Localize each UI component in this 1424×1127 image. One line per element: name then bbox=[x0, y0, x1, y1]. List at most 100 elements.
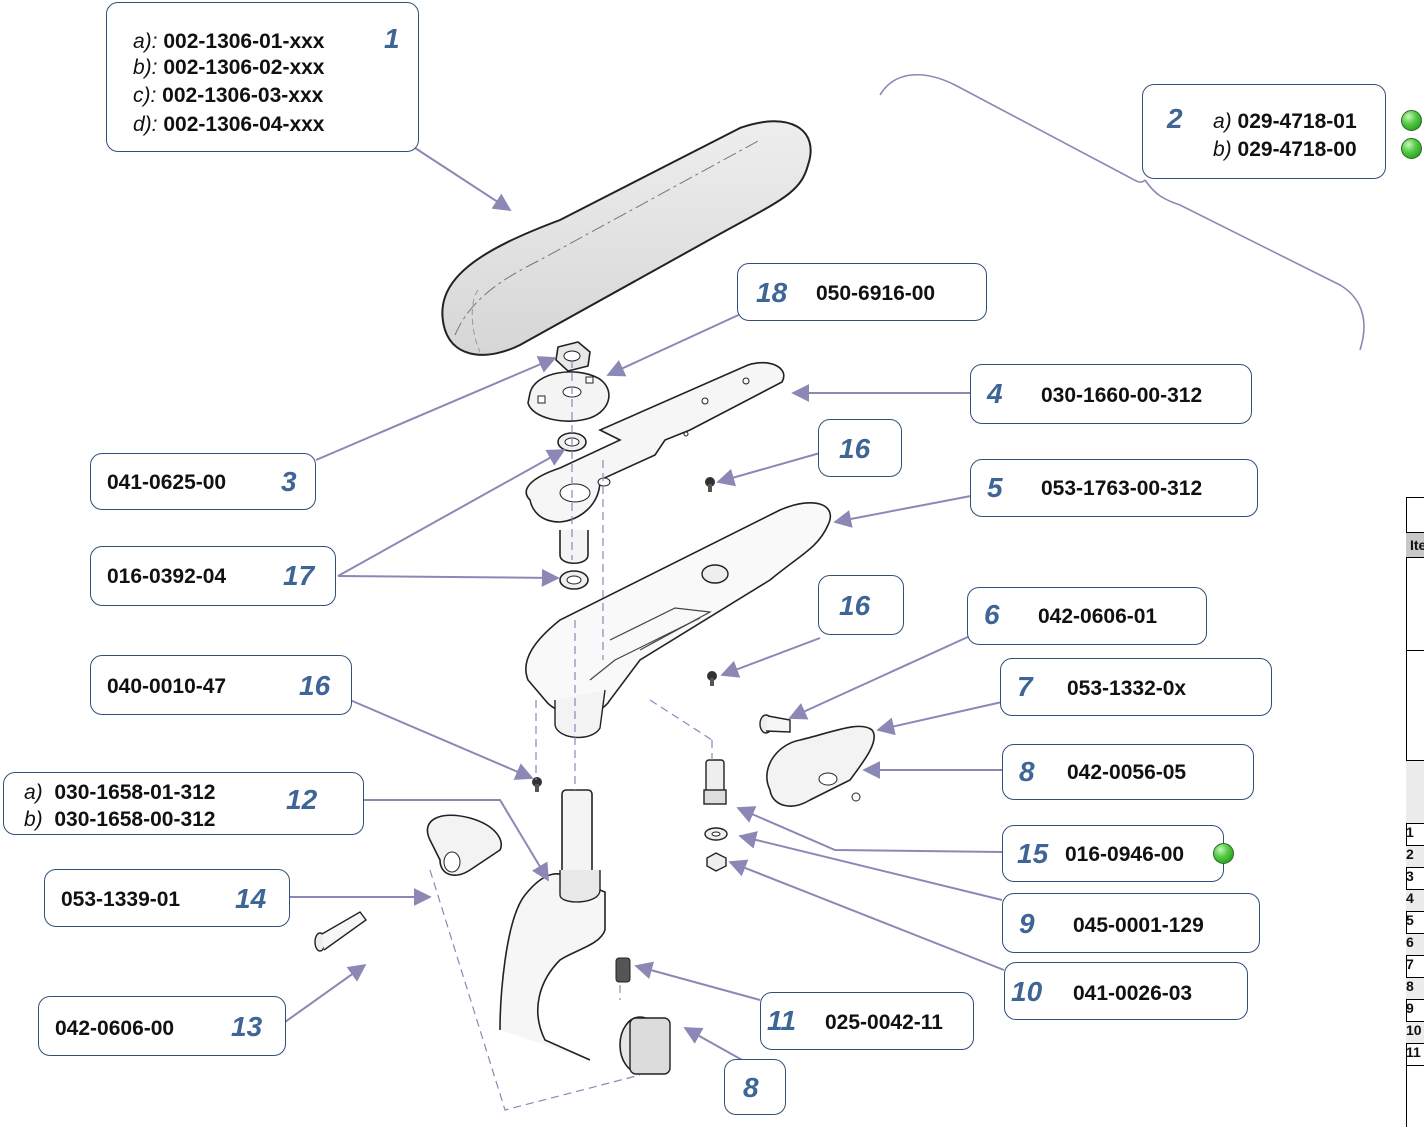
table-header: Ite bbox=[1406, 532, 1424, 557]
callout-7: 7 053-1332-0x bbox=[1000, 658, 1272, 716]
callout-11: 11 025-0042-11 bbox=[760, 992, 974, 1050]
part-number: 050-6916-00 bbox=[816, 282, 936, 305]
callout-number: 16 bbox=[839, 433, 871, 464]
status-dot-icon bbox=[1401, 138, 1422, 159]
callout-number: 16 bbox=[299, 670, 331, 701]
table-row bbox=[1406, 1065, 1424, 1127]
table-row bbox=[1406, 760, 1424, 823]
washer bbox=[704, 827, 728, 841]
variant-row: d): 002-1306-04-xxx bbox=[133, 113, 325, 136]
armrest-pad bbox=[441, 120, 812, 356]
screw bbox=[532, 777, 542, 792]
handle-cap bbox=[426, 814, 502, 876]
group-bracket bbox=[879, 74, 1365, 351]
callout-5: 5 053-1763-00-312 bbox=[970, 459, 1258, 517]
part-number: 029-4718-00 bbox=[1237, 138, 1357, 161]
callout-12: a) 030-1658-01-312 b) 030-1658-00-312 12 bbox=[3, 772, 364, 835]
callout-8-lower: 8 bbox=[724, 1059, 786, 1115]
part-number: 042-0606-00 bbox=[55, 1017, 175, 1040]
callout-number: 15 bbox=[1017, 838, 1049, 869]
variant-row: b) 029-4718-00 bbox=[1213, 138, 1357, 161]
screw bbox=[707, 671, 717, 686]
part-number: 030-1658-01-312 bbox=[54, 781, 216, 804]
alignment-lines bbox=[429, 360, 713, 1111]
table-row: 10 bbox=[1406, 1021, 1424, 1043]
callout-number: 18 bbox=[756, 277, 788, 308]
part-number: 040-0010-47 bbox=[107, 675, 227, 698]
parts-table-fragment: C Ite 1 2 3 4 5 6 7 8 9 10 11 bbox=[1406, 497, 1424, 1127]
callout-16-part: 040-0010-47 16 bbox=[90, 655, 352, 715]
part-number: 053-1763-00-312 bbox=[1041, 477, 1203, 500]
leader-lines bbox=[284, 145, 1005, 1071]
callout-number: 14 bbox=[235, 883, 267, 914]
threaded-stud bbox=[703, 759, 727, 805]
star-washer bbox=[527, 371, 610, 422]
variant-row: a): 002-1306-01-xxx bbox=[133, 30, 325, 53]
part-number: 030-1658-00-312 bbox=[54, 808, 216, 831]
callout-number: 17 bbox=[283, 560, 315, 591]
pin bbox=[759, 714, 791, 734]
screw bbox=[705, 477, 715, 492]
arm-frame-tube bbox=[499, 789, 671, 1075]
part-number: 053-1339-01 bbox=[61, 888, 181, 911]
part-number: 030-1660-00-312 bbox=[1041, 384, 1203, 407]
variant-row: b) 030-1658-00-312 bbox=[24, 808, 216, 831]
callout-16: 16 bbox=[818, 419, 902, 477]
callout-number: 1 bbox=[384, 23, 400, 54]
table-row: 9 bbox=[1406, 999, 1424, 1021]
callout-2: 2 a) 029-4718-01 b) 029-4718-00 bbox=[1142, 84, 1386, 179]
callout-1: 1 a): 002-1306-01-xxx b): 002-1306-02-xx… bbox=[106, 2, 419, 152]
callout-number: 5 bbox=[987, 472, 1003, 503]
callout-number: 3 bbox=[281, 466, 297, 497]
callout-number: 8 bbox=[743, 1072, 759, 1103]
status-dot-icon bbox=[1401, 110, 1422, 131]
table-title: C bbox=[1406, 497, 1424, 532]
callout-number: 16 bbox=[839, 590, 871, 621]
callout-9: 9 045-0001-129 bbox=[1002, 893, 1260, 953]
pin-lower bbox=[314, 911, 367, 952]
latch bbox=[766, 725, 875, 807]
callout-number: 7 bbox=[1017, 671, 1033, 702]
part-number: 002-1306-03-xxx bbox=[162, 84, 324, 107]
part-number: 016-0946-00 bbox=[1065, 843, 1185, 866]
table-row: 7 bbox=[1406, 955, 1424, 977]
callout-number: 10 bbox=[1011, 976, 1043, 1007]
callout-number: 13 bbox=[231, 1011, 263, 1042]
part-number: 041-0625-00 bbox=[107, 471, 227, 494]
part-number: 025-0042-11 bbox=[825, 1011, 943, 1034]
callout-number: 6 bbox=[984, 599, 1000, 630]
post-tube bbox=[559, 530, 589, 565]
variant-row: b): 002-1306-02-xxx bbox=[133, 56, 325, 79]
table-row: 5 bbox=[1406, 911, 1424, 933]
callout-3: 041-0625-00 3 bbox=[90, 453, 316, 510]
part-number: 002-1306-02-xxx bbox=[163, 56, 325, 79]
arm-plate bbox=[525, 361, 785, 523]
part-number: 042-0056-05 bbox=[1067, 761, 1187, 784]
hex-nut bbox=[706, 852, 727, 872]
nut bbox=[555, 341, 591, 372]
callout-6: 6 042-0606-01 bbox=[967, 587, 1207, 645]
variant-row: c): 002-1306-03-xxx bbox=[133, 84, 324, 107]
table-row: 3 bbox=[1406, 867, 1424, 889]
callout-17: 016-0392-04 17 bbox=[90, 546, 336, 606]
callout-number: 12 bbox=[286, 784, 318, 815]
callout-number: 11 bbox=[767, 1005, 797, 1036]
callout-18: 18 050-6916-00 bbox=[737, 263, 987, 321]
variant-row: a) 029-4718-01 bbox=[1213, 110, 1357, 133]
callout-number: 8 bbox=[1019, 756, 1035, 787]
callout-15: 15 016-0946-00 bbox=[1002, 825, 1224, 882]
table-row bbox=[1406, 650, 1424, 760]
table-row: 6 bbox=[1406, 933, 1424, 955]
table-row: 4 bbox=[1406, 889, 1424, 911]
part-number: 042-0606-01 bbox=[1038, 605, 1158, 628]
callout-13: 042-0606-00 13 bbox=[38, 996, 286, 1056]
variant-row: a) 030-1658-01-312 bbox=[24, 781, 216, 804]
part-number: 016-0392-04 bbox=[107, 565, 227, 588]
table-row bbox=[1406, 557, 1424, 650]
callout-4: 4 030-1660-00-312 bbox=[970, 364, 1252, 424]
status-dot-icon bbox=[1213, 843, 1234, 864]
callout-number: 4 bbox=[987, 378, 1003, 409]
callout-16: 16 bbox=[818, 575, 904, 635]
part-number: 029-4718-01 bbox=[1237, 110, 1357, 133]
